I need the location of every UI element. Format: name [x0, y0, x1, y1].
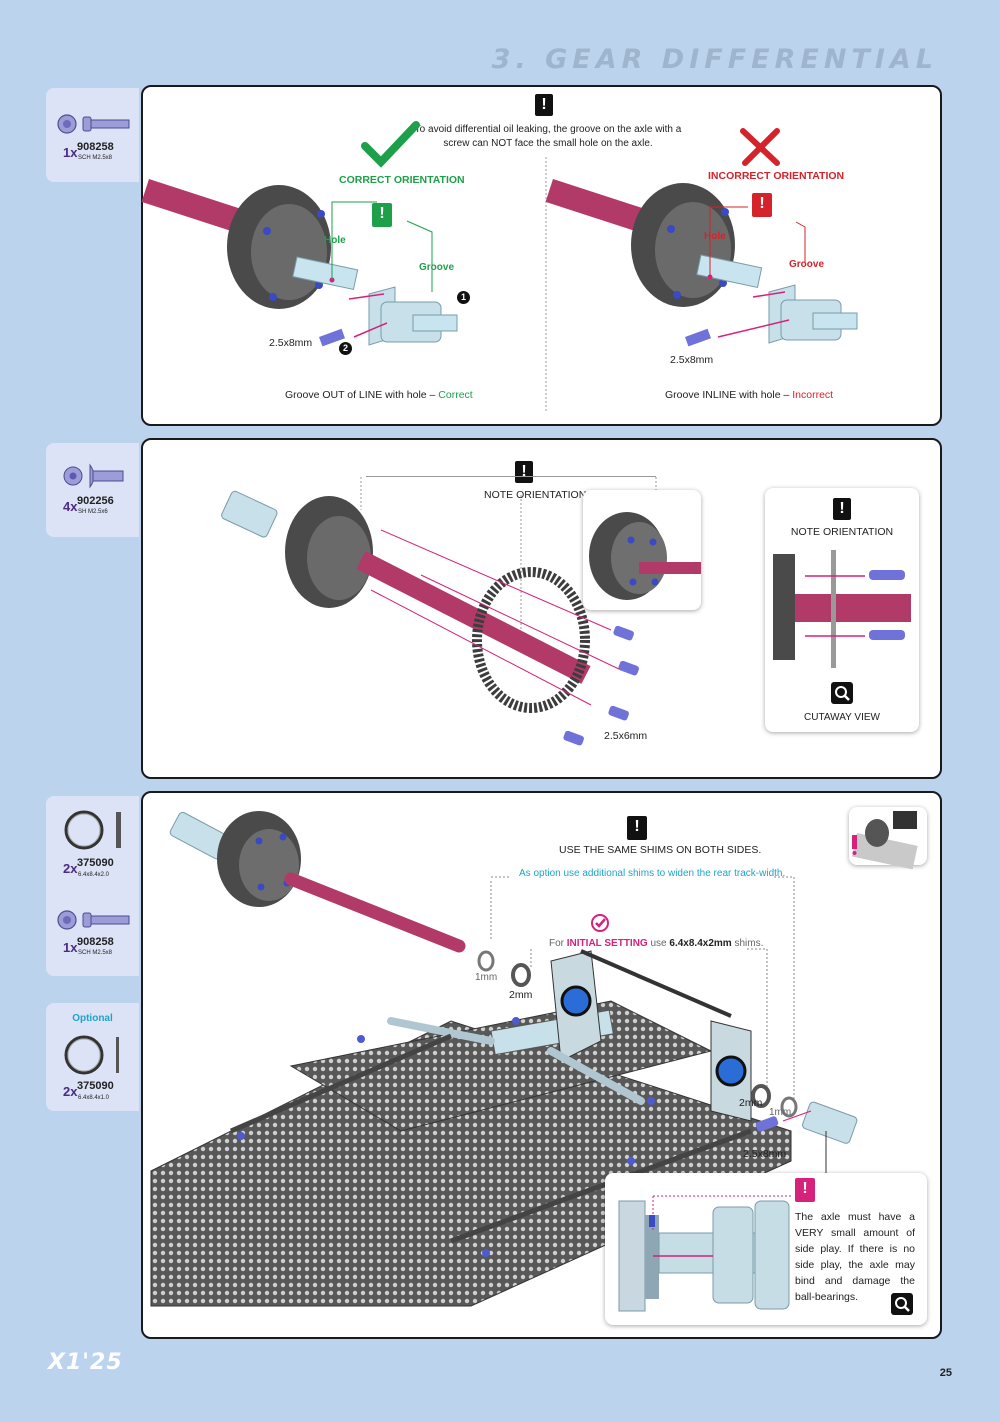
part-qty: 4x	[63, 499, 78, 514]
screw-icon	[57, 910, 130, 930]
chassis-assembly-diagram	[150, 811, 858, 1307]
gear-closeup	[589, 512, 701, 600]
step-number-1: 1	[457, 291, 470, 304]
initial-shim-size: 6.4x8.4x2mm	[669, 938, 732, 949]
part-desc: SCH M2.5x8	[78, 950, 113, 956]
diff-assembly-diagram	[221, 476, 657, 746]
warning-icon-magenta: !	[795, 1178, 815, 1202]
warning-icon: !	[535, 94, 553, 116]
part-number: 375090	[77, 1080, 114, 1092]
cutaway-inset: ! NOTE ORIENTATION CUTAWAY VIEW	[765, 488, 919, 732]
part-908258: 1x 908258 SCH M2.5x8	[46, 888, 139, 976]
step3-panel: ! USE THE SAME SHIMS ON BOTH SIDES. As o…	[141, 791, 942, 1339]
correct-orientation-diagram	[141, 179, 458, 347]
car-location-thumbnail	[849, 807, 927, 870]
screw-size-label: 2.5x8mm	[743, 1148, 787, 1160]
groove-label-incorrect: Groove	[789, 259, 825, 270]
caption-incorrect-text: Groove INLINE with hole –	[665, 389, 793, 401]
caption-correct-text: Groove OUT of LINE with hole –	[285, 389, 439, 401]
screw-size-label: 2.5x8mm	[269, 337, 313, 349]
part-375090-optional: 2x 375090 6.4x8.4x1.0	[46, 1027, 139, 1111]
magnifier-icon	[891, 1293, 913, 1315]
page-number: 25	[939, 1367, 952, 1379]
part-qty: 2x	[63, 1084, 78, 1099]
screw-icon	[63, 463, 124, 489]
note-orientation-label: NOTE ORIENTATION	[484, 489, 587, 501]
brand-logo: X1'25	[48, 1350, 123, 1375]
part-qty: 1x	[63, 940, 78, 955]
initial-suffix: shims.	[731, 938, 764, 949]
initial-setting-label: INITIAL SETTING	[566, 938, 648, 949]
part-number: 902256	[77, 495, 114, 507]
side-play-inset: ! The axle must have a VERY small amount…	[605, 1173, 927, 1325]
part-desc: 6.4x8.4x1.0	[78, 1095, 110, 1101]
cutaway-diagram	[773, 550, 911, 668]
cutaway-view-label: CUTAWAY VIEW	[804, 712, 880, 723]
part-number: 908258	[77, 936, 114, 948]
warning-icon-green: !	[372, 203, 392, 227]
optional-label: Optional	[72, 1013, 113, 1024]
part-number: 375090	[77, 857, 114, 869]
shim-icon	[64, 1035, 119, 1075]
divider	[545, 157, 547, 412]
part-desc: SCH M2.5x8	[78, 155, 113, 161]
side-play-cutaway	[618, 1195, 793, 1312]
warning-icon: !	[627, 816, 647, 840]
side-play-note: The axle must have a VERY small amount o…	[795, 1211, 915, 1303]
step1-panel: ! To avoid differential oil leaking, the…	[141, 85, 942, 426]
part-qty: 1x	[63, 145, 78, 160]
part-908258: 1x 908258 SCH M2.5x8	[46, 88, 139, 182]
correct-orientation-label: CORRECT ORIENTATION	[339, 174, 465, 186]
caption-correct: Groove OUT of LINE with hole – Correct	[285, 389, 473, 401]
part-desc: 6.4x8.4x2.0	[78, 872, 110, 878]
shim-icon	[64, 810, 121, 850]
inset-note-orientation: NOTE ORIENTATION	[790, 526, 894, 538]
page-title: 3. GEAR DIFFERENTIAL	[491, 44, 938, 75]
hole-label: Hole	[324, 235, 346, 246]
car-thumbnail	[852, 811, 918, 870]
hole-label-incorrect: Hole	[704, 231, 726, 242]
screw-size-label-right: 2.5x8mm	[670, 354, 714, 366]
parts-sidebar-step3: 2x 375090 6.4x8.4x2.0 1x 908258 SCH M2.5…	[46, 796, 139, 976]
part-qty: 2x	[63, 861, 78, 876]
warning-icon: !	[515, 461, 533, 483]
step2-panel: ! NOTE ORIENTATION 2.5x6mm ! NOTE ORIENT…	[141, 438, 942, 779]
checkmark-icon	[361, 121, 420, 168]
shim-1mm-right-label: 1mm	[769, 1107, 792, 1118]
oil-leak-note: To avoid differential oil leaking, the g…	[414, 124, 682, 149]
parts-sidebar-step2: 4x 902256 SH M2.5x6	[46, 443, 139, 537]
part-902256: 4x 902256 SH M2.5x6	[46, 443, 139, 537]
initial-setting-note: For INITIAL SETTING use 6.4x8.4x2mm shim…	[549, 938, 763, 949]
check-badge-icon	[591, 914, 609, 932]
parts-sidebar-step1: 1x 908258 SCH M2.5x8	[46, 88, 139, 182]
warning-icon-red: !	[752, 193, 772, 217]
initial-mid: use	[647, 938, 670, 949]
incorrect-orientation-label: INCORRECT ORIENTATION	[708, 170, 845, 182]
cross-icon	[740, 128, 780, 166]
initial-prefix: For	[549, 938, 567, 949]
orientation-detail-inset	[583, 490, 701, 610]
magnifier-icon	[831, 682, 853, 704]
screw-size-label: 2.5x6mm	[604, 730, 648, 742]
part-desc: SH M2.5x6	[78, 509, 108, 515]
groove-label: Groove	[419, 262, 455, 273]
shim-1mm-left-label: 1mm	[475, 972, 498, 983]
part-375090: 2x 375090 6.4x8.4x2.0	[46, 796, 139, 888]
caption-incorrect-status: Incorrect	[792, 389, 834, 401]
option-shims-note: As option use additional shims to widen …	[519, 868, 786, 879]
same-shims-note: USE THE SAME SHIMS ON BOTH SIDES.	[559, 844, 762, 856]
screw-icon	[57, 114, 130, 134]
step-number-2: 2	[339, 342, 352, 355]
shim-2mm-right-label: 2mm	[739, 1097, 763, 1109]
caption-incorrect: Groove INLINE with hole – Incorrect	[665, 389, 833, 401]
warning-icon: !	[833, 498, 851, 520]
shim-2mm-left-label: 2mm	[509, 989, 533, 1001]
parts-sidebar-optional: Optional 2x 375090 6.4x8.4x1.0	[46, 1003, 139, 1111]
caption-correct-status: Correct	[438, 389, 473, 401]
incorrect-orientation-diagram	[545, 179, 858, 347]
part-number: 908258	[77, 141, 114, 153]
